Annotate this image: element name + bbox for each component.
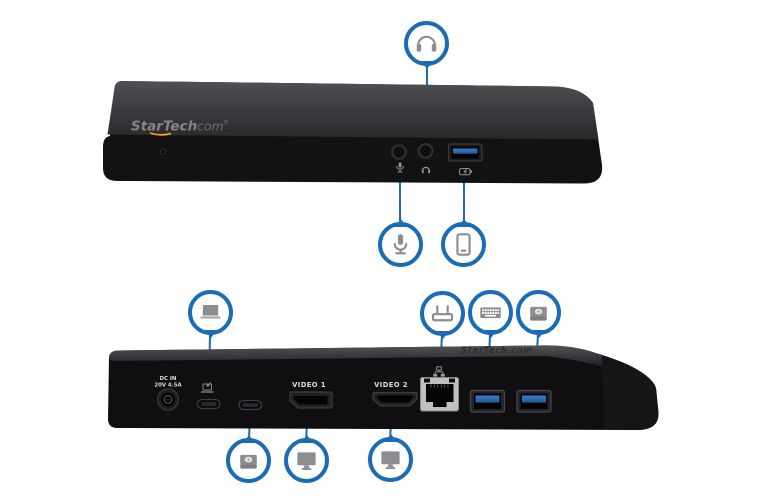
callout-tail	[532, 330, 545, 338]
dock-front-view: StarTech .com ®	[103, 81, 603, 184]
callout-tail	[484, 330, 497, 338]
usb-c-port	[238, 399, 263, 411]
wireless-router-icon	[431, 305, 454, 322]
usb-a-port-2	[516, 389, 552, 413]
front-top-face	[107, 81, 599, 140]
dc-in-label-line2: 20V 4.5A	[154, 383, 182, 389]
rear-right-end	[597, 353, 659, 431]
startech-logo: StarTech .com ®	[131, 119, 229, 136]
callout-tail	[436, 331, 449, 339]
dock-rear-view: StarTech.com DC IN 20V 4.5A	[108, 345, 659, 431]
callout-headset-jack	[404, 21, 449, 69]
callout-laptop-host	[188, 290, 233, 338]
monitor-icon	[381, 451, 400, 469]
callout-tail	[394, 219, 407, 227]
callout-tail	[457, 219, 470, 227]
dc-power-in: DC IN 20V 4.5A	[154, 376, 182, 411]
tablet-icon	[456, 233, 471, 256]
callout-hard-drive-usb	[516, 290, 561, 338]
logo-swoosh	[149, 132, 172, 136]
hard-drive-icon	[240, 454, 257, 469]
dc-in-label-line1: DC IN	[160, 376, 177, 382]
callout-keyboard	[468, 290, 513, 338]
gigabit-ethernet-port	[420, 377, 459, 412]
power-led	[159, 148, 167, 155]
headphones-glyph	[421, 166, 431, 174]
laptop-host-glyph	[200, 382, 214, 393]
logo-registered-mark: ®	[223, 119, 229, 126]
hard-drive-icon	[530, 306, 547, 321]
microphone-icon	[393, 234, 408, 255]
callout-tail	[204, 330, 217, 338]
callout-tail	[300, 435, 313, 443]
laptop-icon	[200, 304, 221, 319]
logo-brand-text: StarTech	[131, 119, 197, 135]
usb-a-fast-charge-port	[447, 143, 483, 162]
network-glyph	[433, 366, 445, 377]
monitor-icon	[297, 452, 316, 470]
video1-label: VIDEO 1	[292, 381, 326, 389]
callout-tail	[242, 435, 255, 443]
logo-suffix-text: .com	[193, 119, 224, 134]
callout-network-router	[420, 291, 465, 339]
headphones-icon	[416, 35, 437, 52]
rear-logo-faint: StarTech.com	[461, 346, 533, 356]
video2-label: VIDEO 2	[374, 381, 408, 389]
usb-a-port-1	[469, 389, 506, 413]
callout-tail	[384, 434, 397, 442]
callout-tablet-charge	[441, 219, 486, 267]
callout-microphone-jack	[378, 219, 423, 267]
microphone-glyph	[396, 162, 404, 173]
headset-jack	[417, 143, 434, 159]
hdmi-video2: VIDEO 2	[372, 381, 418, 407]
microphone-jack	[391, 144, 407, 160]
callout-monitor-video2	[368, 434, 413, 482]
usb-c-host-port	[196, 398, 221, 410]
keyboard-icon	[480, 307, 501, 319]
callout-monitor-video1	[284, 435, 329, 483]
callout-tail	[420, 61, 433, 69]
rear-top-edge	[109, 345, 656, 386]
callout-hard-drive-usbc	[226, 435, 271, 483]
displayport-video1: VIDEO 1	[289, 381, 333, 409]
fast-charge-battery-glyph	[459, 168, 472, 176]
